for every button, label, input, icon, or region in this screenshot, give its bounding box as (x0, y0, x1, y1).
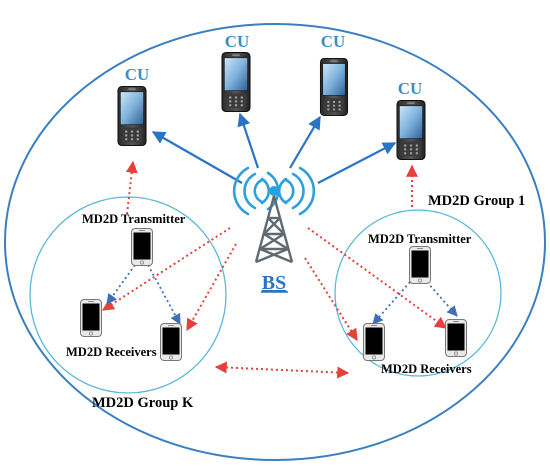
bs-cu-link-1 (151, 131, 243, 184)
interference-tx-k-cu (125, 160, 138, 215)
receivers-label-1: MD2D Receivers (381, 362, 472, 376)
phone-icon (445, 318, 467, 358)
phone-icon (117, 86, 147, 146)
phone-icon (80, 298, 102, 338)
d2d-link-k-right (147, 264, 181, 325)
transmitter-label-1: MD2D Transmitter (368, 232, 472, 246)
interference-inter-group (214, 361, 350, 379)
cu-label-3: CU (321, 32, 346, 51)
phone-icon (396, 100, 426, 160)
phone-icon (131, 228, 153, 266)
bs-cu-link-3 (289, 115, 321, 169)
cell-boundary (4, 23, 546, 461)
bs-cu-links (151, 112, 397, 184)
transmitter-label-k: MD2D Transmitter (82, 212, 186, 226)
phone-icon (319, 58, 349, 116)
interference-bs-rx-k-left (101, 227, 231, 311)
group-k-label: MD2D Group K (92, 395, 194, 411)
phone-icon (409, 246, 431, 284)
bs-cu-link-4 (317, 142, 397, 184)
interference-links (101, 160, 447, 379)
d2d-link-k-left (106, 264, 136, 305)
interference-bs-rx-1-right (307, 227, 447, 329)
phone-icon (221, 52, 251, 112)
receivers-label-k: MD2D Receivers (66, 345, 157, 359)
d2d-links (106, 264, 458, 325)
d2d-link-1-right (426, 281, 458, 317)
cluster-group-1 (334, 209, 502, 377)
phone-icon (160, 322, 182, 362)
cu-label-4: CU (398, 79, 423, 98)
interference-bs-rx-k-right (186, 243, 237, 332)
cluster-group-k (29, 196, 227, 394)
tower-icon (232, 166, 316, 264)
interference-bs-rx-1-left (304, 257, 358, 342)
d2d-link-1-left (372, 281, 411, 325)
cu-label-1: CU (125, 65, 150, 84)
cu-label-2: CU (225, 32, 250, 51)
bs-cu-link-2 (237, 112, 260, 169)
bs-label: BS (262, 272, 286, 294)
group-1-label: MD2D Group 1 (428, 193, 525, 209)
phone-icon (363, 322, 385, 362)
